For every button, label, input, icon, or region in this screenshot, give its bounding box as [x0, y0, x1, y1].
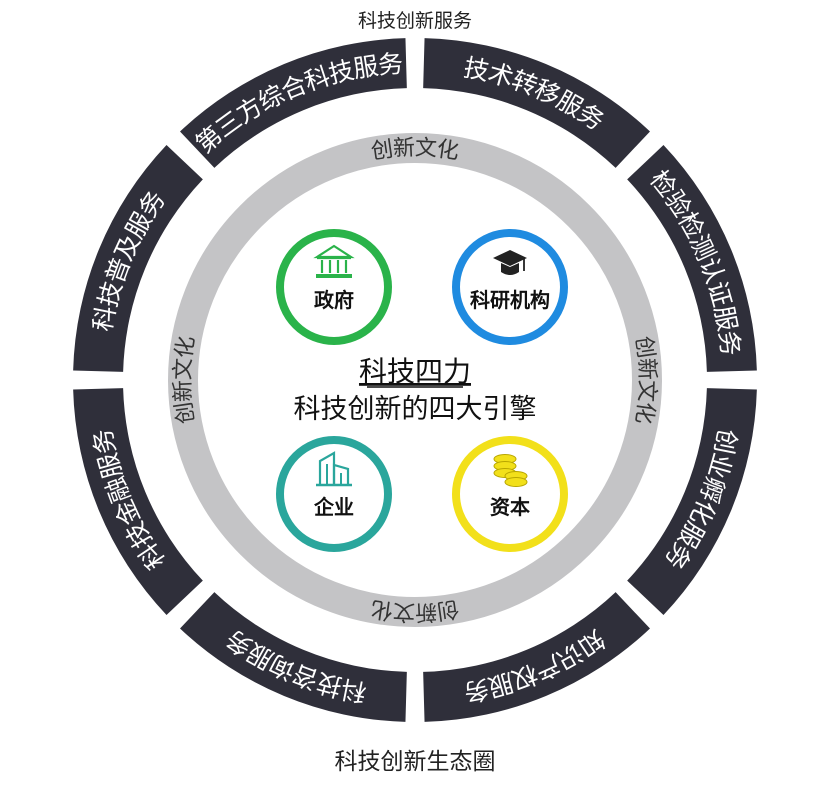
force-capital-label: 资本: [490, 495, 530, 519]
force-enterprise: 企业: [276, 436, 392, 552]
center-text-group: 科技四力 科技创新的四大引擎: [294, 355, 537, 425]
coins-icon: [493, 454, 528, 487]
center-subtitle: 科技创新的四大引擎: [294, 394, 537, 425]
force-enterprise-ring: [276, 436, 392, 552]
force-government-label: 政府: [314, 288, 354, 312]
building-icon: [316, 451, 352, 487]
force-research-label: 科研机构: [470, 288, 550, 312]
service-segment-shape: [423, 592, 650, 722]
service-segment-shape: [73, 145, 203, 372]
force-enterprise-label: 企业: [313, 495, 354, 519]
service-segment-shape: [73, 388, 203, 615]
force-government-ring: [276, 229, 392, 345]
bank-icon: [313, 244, 355, 278]
force-government: 政府: [276, 229, 392, 345]
culture-ring-band: [168, 133, 662, 627]
service-segment-shape: [180, 592, 407, 722]
force-research-ring: [452, 229, 568, 345]
force-research: 科研机构: [452, 229, 568, 345]
service-segment-shape: [627, 145, 757, 372]
bottom-caption: 科技创新生态圈: [334, 749, 496, 775]
force-capital: 资本: [452, 436, 568, 552]
center-title: 科技四力: [359, 355, 471, 388]
service-segment-shape: [180, 38, 407, 168]
top-caption: 科技创新服务: [357, 10, 472, 32]
service-segment-shape: [423, 38, 650, 168]
force-capital-ring: [452, 436, 568, 552]
graduation-cap-icon: [493, 250, 527, 275]
service-segment-shape: [627, 388, 757, 615]
